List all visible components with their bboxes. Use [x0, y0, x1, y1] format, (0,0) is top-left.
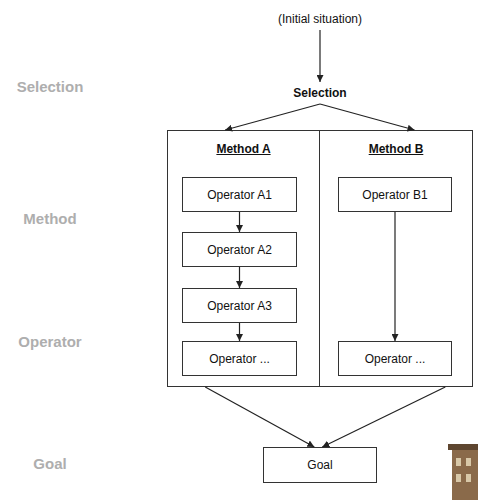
node-text: Operator ...: [365, 352, 426, 366]
goal-box: Goal: [263, 447, 377, 483]
flow-arrow: [319, 30, 320, 82]
selection-node: Selection: [275, 82, 365, 104]
flow-arrow: [322, 387, 445, 447]
level-label: Goal: [0, 455, 100, 472]
operator-box: Operator B1: [338, 177, 452, 212]
method-box: Method A Operator A1 Operator A2 Operator A…: [167, 130, 320, 387]
method-heading: Method B: [320, 131, 472, 156]
operator-box: Operator ...: [338, 341, 452, 376]
start-text: (Initial situation): [250, 8, 390, 30]
level-label: Method: [0, 210, 100, 227]
flow-arrow: [205, 387, 314, 447]
operator-box: Operator ...: [182, 341, 297, 376]
node-text: Goal: [307, 458, 332, 472]
level-label: Operator: [0, 333, 100, 350]
method-box: Method B Operator B1 Operator ...: [319, 130, 473, 387]
flow-arrow: [320, 104, 414, 130]
node-text: Operator A1: [207, 188, 272, 202]
operator-box: Operator A2: [182, 232, 297, 267]
node-text: Operator ...: [209, 352, 270, 366]
flow-arrow: [225, 104, 320, 130]
node-text: Operator B1: [362, 188, 427, 202]
operator-box: Operator A1: [182, 177, 297, 212]
operator-box: Operator A3: [182, 288, 297, 323]
node-text: (Initial situation): [278, 12, 362, 26]
node-text: Selection: [293, 86, 346, 100]
method-heading: Method A: [168, 131, 319, 156]
node-text: Operator A3: [207, 299, 272, 313]
level-label: Selection: [0, 78, 100, 95]
building-thumbnail: [448, 444, 478, 500]
node-text: Operator A2: [207, 243, 272, 257]
